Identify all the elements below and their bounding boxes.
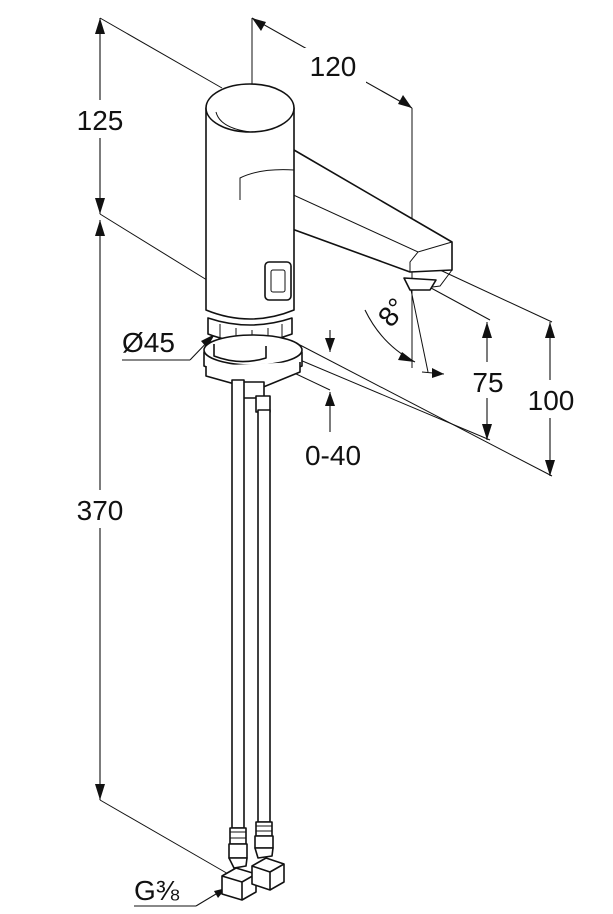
dim-label-120: 120 [310,51,357,82]
supply-hoses [221,379,285,901]
dim-label-thread: G⅜ [134,875,180,906]
body-top [205,83,295,133]
dim-label-0-40: 0-40 [305,440,361,471]
dim-label-diameter: Ø45 [122,327,175,358]
dimension-thread: G⅜ [134,875,227,907]
dimension-75: 75 [466,322,510,440]
dimension-100: 100 [522,322,580,476]
connection-nut-left [221,867,257,901]
connection-nut-right [251,857,285,891]
dim-label-125: 125 [77,105,124,136]
dim-label-100: 100 [528,385,575,416]
supply-hose-right [257,409,271,823]
dimension-370: 370 [68,220,132,800]
spout-outlet [403,277,437,291]
dimension-diameter-45: Ø45 [122,327,216,361]
dimension-120: 120 [251,17,413,109]
sensor-window [264,261,292,301]
supply-hose-left [231,379,245,829]
dim-label-370: 370 [77,495,124,526]
faucet-body [203,83,453,413]
dimension-angle: 8° [364,284,445,378]
dimension-0-40: 0-40 [305,330,361,471]
dimension-125: 125 [68,18,132,214]
dim-label-75: 75 [472,367,503,398]
dim-label-angle: 8° [372,292,413,332]
